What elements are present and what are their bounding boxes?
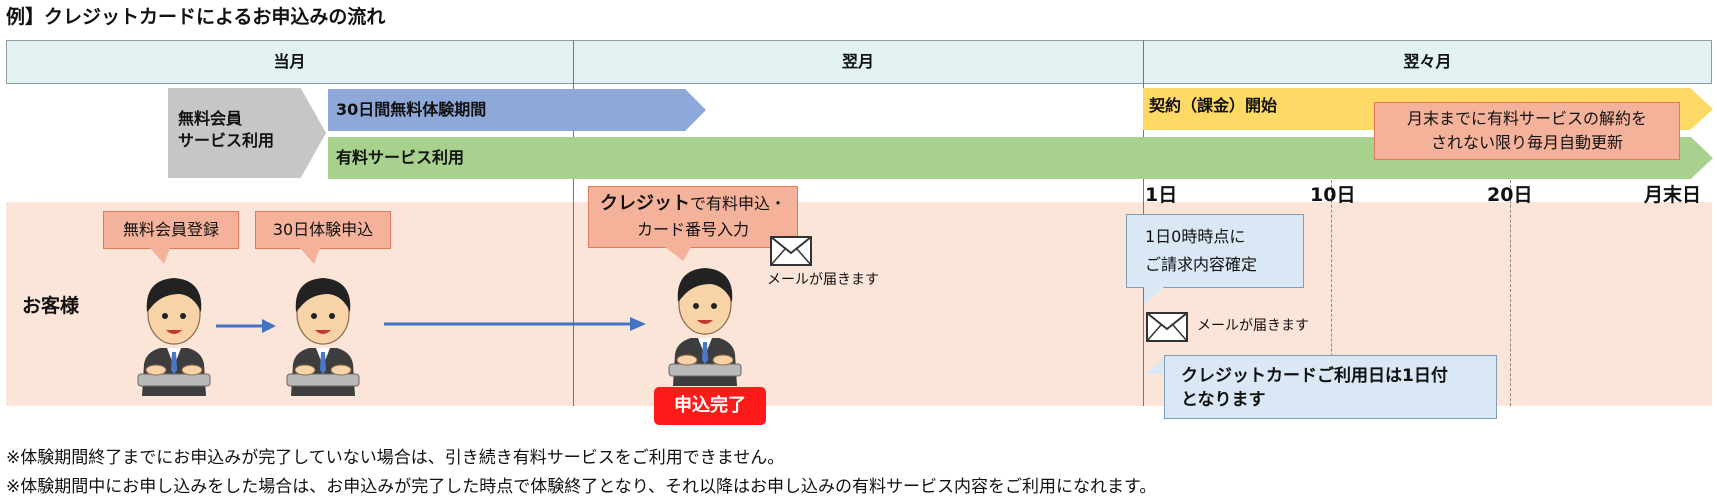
divider-month-1 xyxy=(573,40,574,406)
free-member-label-2: サービス利用 xyxy=(178,131,275,150)
register-callout-text: 無料会員登録 xyxy=(122,220,219,239)
credit-apply-callout: クレジットで有料申込・ カード番号入力 xyxy=(588,186,798,248)
right-arrow-icon xyxy=(384,317,646,331)
footnote-1: ※体験期間終了までにお申込みが完了していない場合は、引き続き有料サービスをご利用… xyxy=(6,448,785,468)
mail-envelope-icon xyxy=(1146,312,1188,342)
divider-day-10 xyxy=(1331,180,1332,406)
free-member-box: 無料会員 サービス利用 xyxy=(168,88,326,178)
trial-callout: 30日体験申込 xyxy=(255,211,391,249)
register-callout: 無料会員登録 xyxy=(103,211,239,249)
usage-date-line-2: となります xyxy=(1181,390,1266,410)
right-arrow-icon xyxy=(216,319,276,333)
person-at-keyboard-icon xyxy=(286,278,360,396)
trial-callout-text: 30日体験申込 xyxy=(272,220,374,239)
month-next: 翌月 xyxy=(841,52,874,71)
auto-renew-note: 月末までに有料サービスの解約を されない限り毎月自動更新 xyxy=(1374,102,1680,160)
trial-period-label: 30日間無料体験期間 xyxy=(336,100,487,119)
month-current: 当月 xyxy=(273,52,306,71)
billing-confirm-callout: 1日0時時点に ご請求内容確定 xyxy=(1126,214,1304,288)
credit-bold-text: クレジット xyxy=(599,193,690,214)
mail-envelope-icon xyxy=(770,236,812,266)
day-month-end: 月末日 xyxy=(1644,184,1702,206)
usage-date-line-1: クレジットカードご利用日は1日付 xyxy=(1181,366,1448,386)
day-20: 20日 xyxy=(1487,184,1533,206)
divider-day-20 xyxy=(1510,180,1511,406)
credit-apply-line-2: カード番号入力 xyxy=(636,220,749,239)
billing-confirm-line-2: ご請求内容確定 xyxy=(1145,255,1258,274)
footnote-2: ※体験期間中にお申し込みをした場合は、お申込みが完了した時点で体験終了となり、そ… xyxy=(6,477,1157,497)
person-at-keyboard-icon xyxy=(668,268,742,386)
billing-confirm-line-1: 1日0時時点に xyxy=(1145,227,1246,246)
paid-service-label: 有料サービス利用 xyxy=(336,148,465,167)
mail-arrives-label-1: メールが届きます xyxy=(767,272,879,288)
trial-period-bar: 30日間無料体験期間 xyxy=(328,89,706,131)
month-header xyxy=(6,40,1712,84)
day-1: 1日 xyxy=(1145,184,1178,206)
credit-rest-text: で有料申込・ xyxy=(689,194,786,213)
person-at-keyboard-icon xyxy=(137,278,211,396)
free-member-label-1: 無料会員 xyxy=(178,109,243,128)
application-complete-badge: 申込完了 xyxy=(654,387,766,425)
usage-date-callout: クレジットカードご利用日は1日付 となります xyxy=(1164,355,1497,419)
contract-start-label: 契約（課金）開始 xyxy=(1149,96,1278,115)
mail-arrives-label-2: メールが届きます xyxy=(1197,318,1309,334)
credit-apply-line-1: クレジットで有料申込・ xyxy=(589,191,797,217)
day-10: 10日 xyxy=(1310,184,1356,206)
month-after-next: 翌々月 xyxy=(1403,52,1452,71)
customer-label: お客様 xyxy=(22,295,80,317)
auto-renew-line-1: 月末までに有料サービスの解約を xyxy=(1406,109,1647,128)
page-title: 例】クレジットカードによるお申込みの流れ xyxy=(6,6,386,28)
auto-renew-line-2: されない限り毎月自動更新 xyxy=(1430,133,1623,152)
